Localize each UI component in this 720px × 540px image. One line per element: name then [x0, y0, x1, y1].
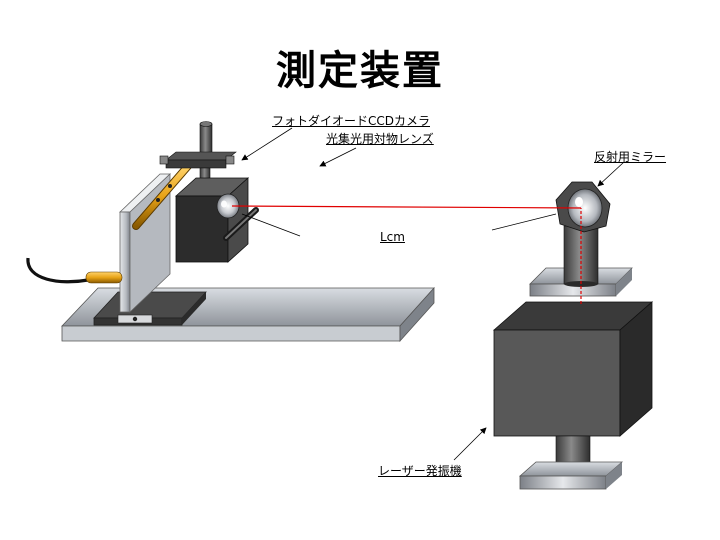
- label-reflection-mirror: 反射用ミラー: [594, 150, 667, 164]
- label-ccd-camera: フォトダイオードCCDカメラ: [272, 114, 430, 128]
- laser-beam: [231, 205, 582, 304]
- mirror-post: [563, 225, 599, 287]
- page-title: 測定装置: [276, 48, 444, 94]
- fiber-cable: [26, 257, 123, 284]
- reflection-mirror: [555, 181, 611, 233]
- laser-stand: [518, 435, 624, 490]
- vertical-stand: [118, 173, 172, 313]
- label-distance: Lcm: [380, 230, 405, 244]
- annotation-lines: [241, 127, 625, 461]
- label-objective-lens: 光集光用対物レンズ: [326, 132, 434, 146]
- ccd-camera: [174, 177, 259, 263]
- brass-rod: [132, 162, 192, 230]
- label-laser-oscillator: レーザー発振機: [378, 464, 462, 478]
- laser-oscillator: [492, 301, 654, 437]
